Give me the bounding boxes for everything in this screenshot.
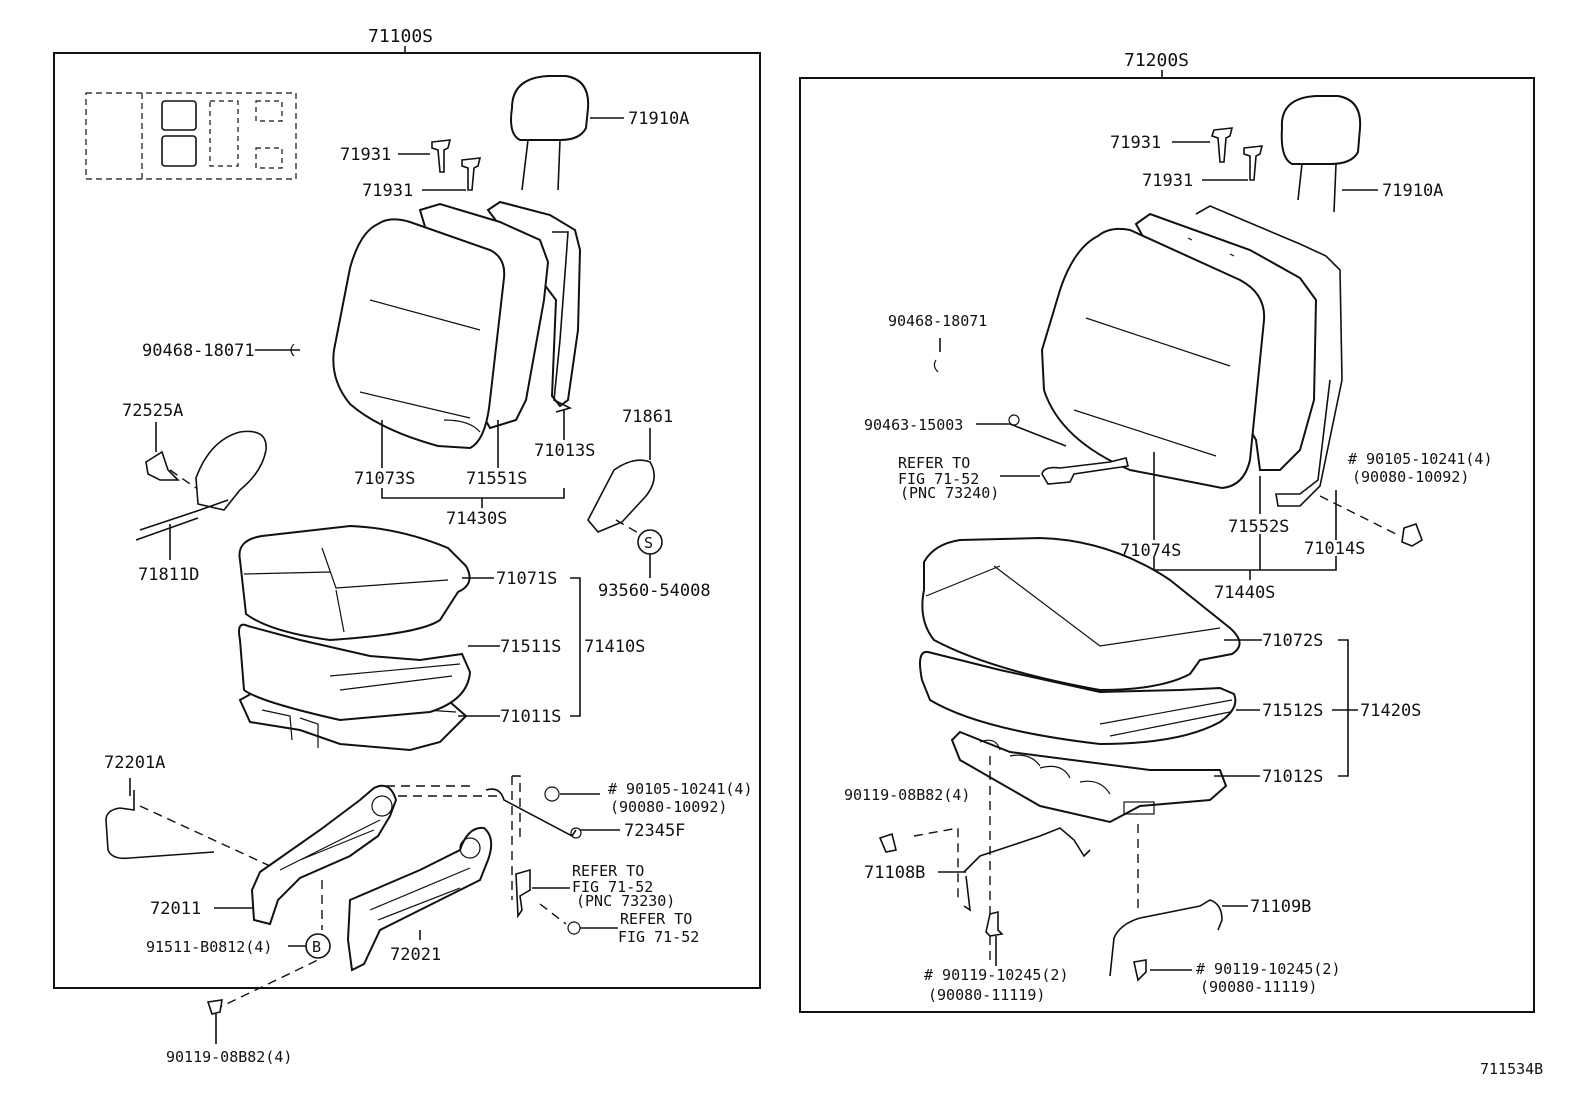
left-marker-s: S (644, 534, 653, 552)
left-refer2-line1: REFER TO (620, 910, 692, 928)
left-cushion (238, 524, 472, 752)
right-brackets (878, 756, 1248, 982)
left-refer1-line2: FIG 71-52 (572, 878, 653, 896)
left-marker-b: B (312, 938, 321, 956)
left-seatback (255, 200, 582, 450)
left-headrest (510, 75, 624, 191)
right-back-frame-callout: 71014S (1304, 539, 1365, 559)
left-guide1-callout: 71931 (340, 145, 391, 165)
left-bolt-top-sub-callout: (90080-10092) (610, 798, 727, 816)
left-seat-adjusters (105, 775, 620, 1044)
right-cushion-assembly-callout: 71420S (1360, 701, 1421, 721)
right-bracket-right-callout: 71109B (1250, 897, 1311, 917)
right-bracket-left-callout: 71108B (864, 863, 925, 883)
left-cushion-frame-callout: 71011S (500, 707, 561, 727)
right-bolt-br-callout: # 90119-10245(2) (1196, 960, 1341, 978)
left-assembly-frame (53, 52, 761, 989)
left-guide2-callout: 71931 (362, 181, 413, 201)
left-back-assembly-callout: 71430S (446, 509, 507, 529)
right-clip-callout: 90468-18071 (888, 312, 987, 330)
right-back-assembly-callout: 71440S (1214, 583, 1275, 603)
seat-position-icon (85, 92, 297, 180)
right-bolt-left-callout: 90119-08B82(4) (844, 786, 970, 804)
right-headrest-guides (1172, 127, 1264, 181)
left-right-shield-callout: 71861 (622, 407, 673, 427)
left-shield-callout: 71811D (138, 565, 199, 585)
right-assembly-frame (799, 77, 1535, 1013)
right-bolt-bl-callout: # 90119-10245(2) (924, 966, 1069, 984)
left-inner-shield-callout: 72525A (122, 401, 183, 421)
right-cushion-frame-callout: 71012S (1262, 767, 1323, 787)
left-wire-callout: 72201A (104, 753, 165, 773)
right-cushion-cover-callout: 71072S (1262, 631, 1323, 651)
left-screw-callout: 93560-54008 (598, 581, 711, 601)
right-guide2-callout: 71931 (1142, 171, 1193, 191)
left-cushion-cover-callout: 71071S (496, 569, 557, 589)
right-seat-assembly: 71200S 71931 71931 71910A 90468-18071 9 (799, 50, 1535, 1013)
right-bolt-top-sub-callout: (90080-10092) (1352, 468, 1469, 486)
left-rod-callout: 72345F (624, 821, 685, 841)
right-assembly-label: 71200S (1124, 50, 1189, 71)
left-refer1-line1: REFER TO (572, 862, 644, 880)
right-bolt-br-sub-callout: (90080-11119) (1200, 978, 1317, 996)
right-bolt-bl-sub-callout: (90080-11119) (928, 986, 1045, 1004)
right-refer-line2: FIG 71-52 (898, 470, 979, 488)
right-cushion (919, 536, 1241, 824)
left-bolt-b-callout: 91511-B0812(4) (146, 938, 272, 956)
left-adjuster-left-callout: 72011 (150, 899, 201, 919)
left-headrest-callout: 71910A (628, 109, 689, 129)
left-clip-callout: 90468-18071 (142, 341, 255, 361)
left-refer1-line3: (PNC 73230) (576, 892, 675, 910)
left-bolt-bottom-callout: 90119-08B82(4) (166, 1048, 292, 1066)
right-pin-callout: 90463-15003 (864, 416, 963, 434)
left-cushion-pad-callout: 71511S (500, 637, 561, 657)
figure-id: 711534B (1480, 1060, 1543, 1078)
left-cushion-assembly-callout: 71410S (584, 637, 645, 657)
left-back-frame-callout: 71013S (534, 441, 595, 461)
left-back-cover-callout: 71073S (354, 469, 415, 489)
left-assembly-label: 71100S (368, 26, 433, 47)
right-refer-line1: REFER TO (898, 454, 970, 472)
right-headrest (1280, 95, 1378, 213)
right-cushion-pad-callout: 71512S (1262, 701, 1323, 721)
right-guide1-callout: 71931 (1110, 133, 1161, 153)
right-headrest-callout: 71910A (1382, 181, 1443, 201)
left-bolt-top-callout: # 90105-10241(4) (608, 780, 753, 798)
right-bolt-top-callout: # 90105-10241(4) (1348, 450, 1493, 468)
left-refer2-line2: FIG 71-52 (618, 928, 699, 946)
right-back-pad-callout: 71552S (1228, 517, 1289, 537)
left-back-pad-callout: 71551S (466, 469, 527, 489)
right-seatback (1040, 205, 1343, 507)
left-adjuster-right-callout: 72021 (390, 945, 441, 965)
left-side-shields (135, 422, 663, 578)
left-seat-assembly: 71100S 71910A 71931 71931 (53, 26, 761, 1066)
right-back-cover-callout: 71074S (1120, 541, 1181, 561)
left-headrest-guides (398, 139, 482, 191)
right-refer-line3: (PNC 73240) (900, 484, 999, 502)
